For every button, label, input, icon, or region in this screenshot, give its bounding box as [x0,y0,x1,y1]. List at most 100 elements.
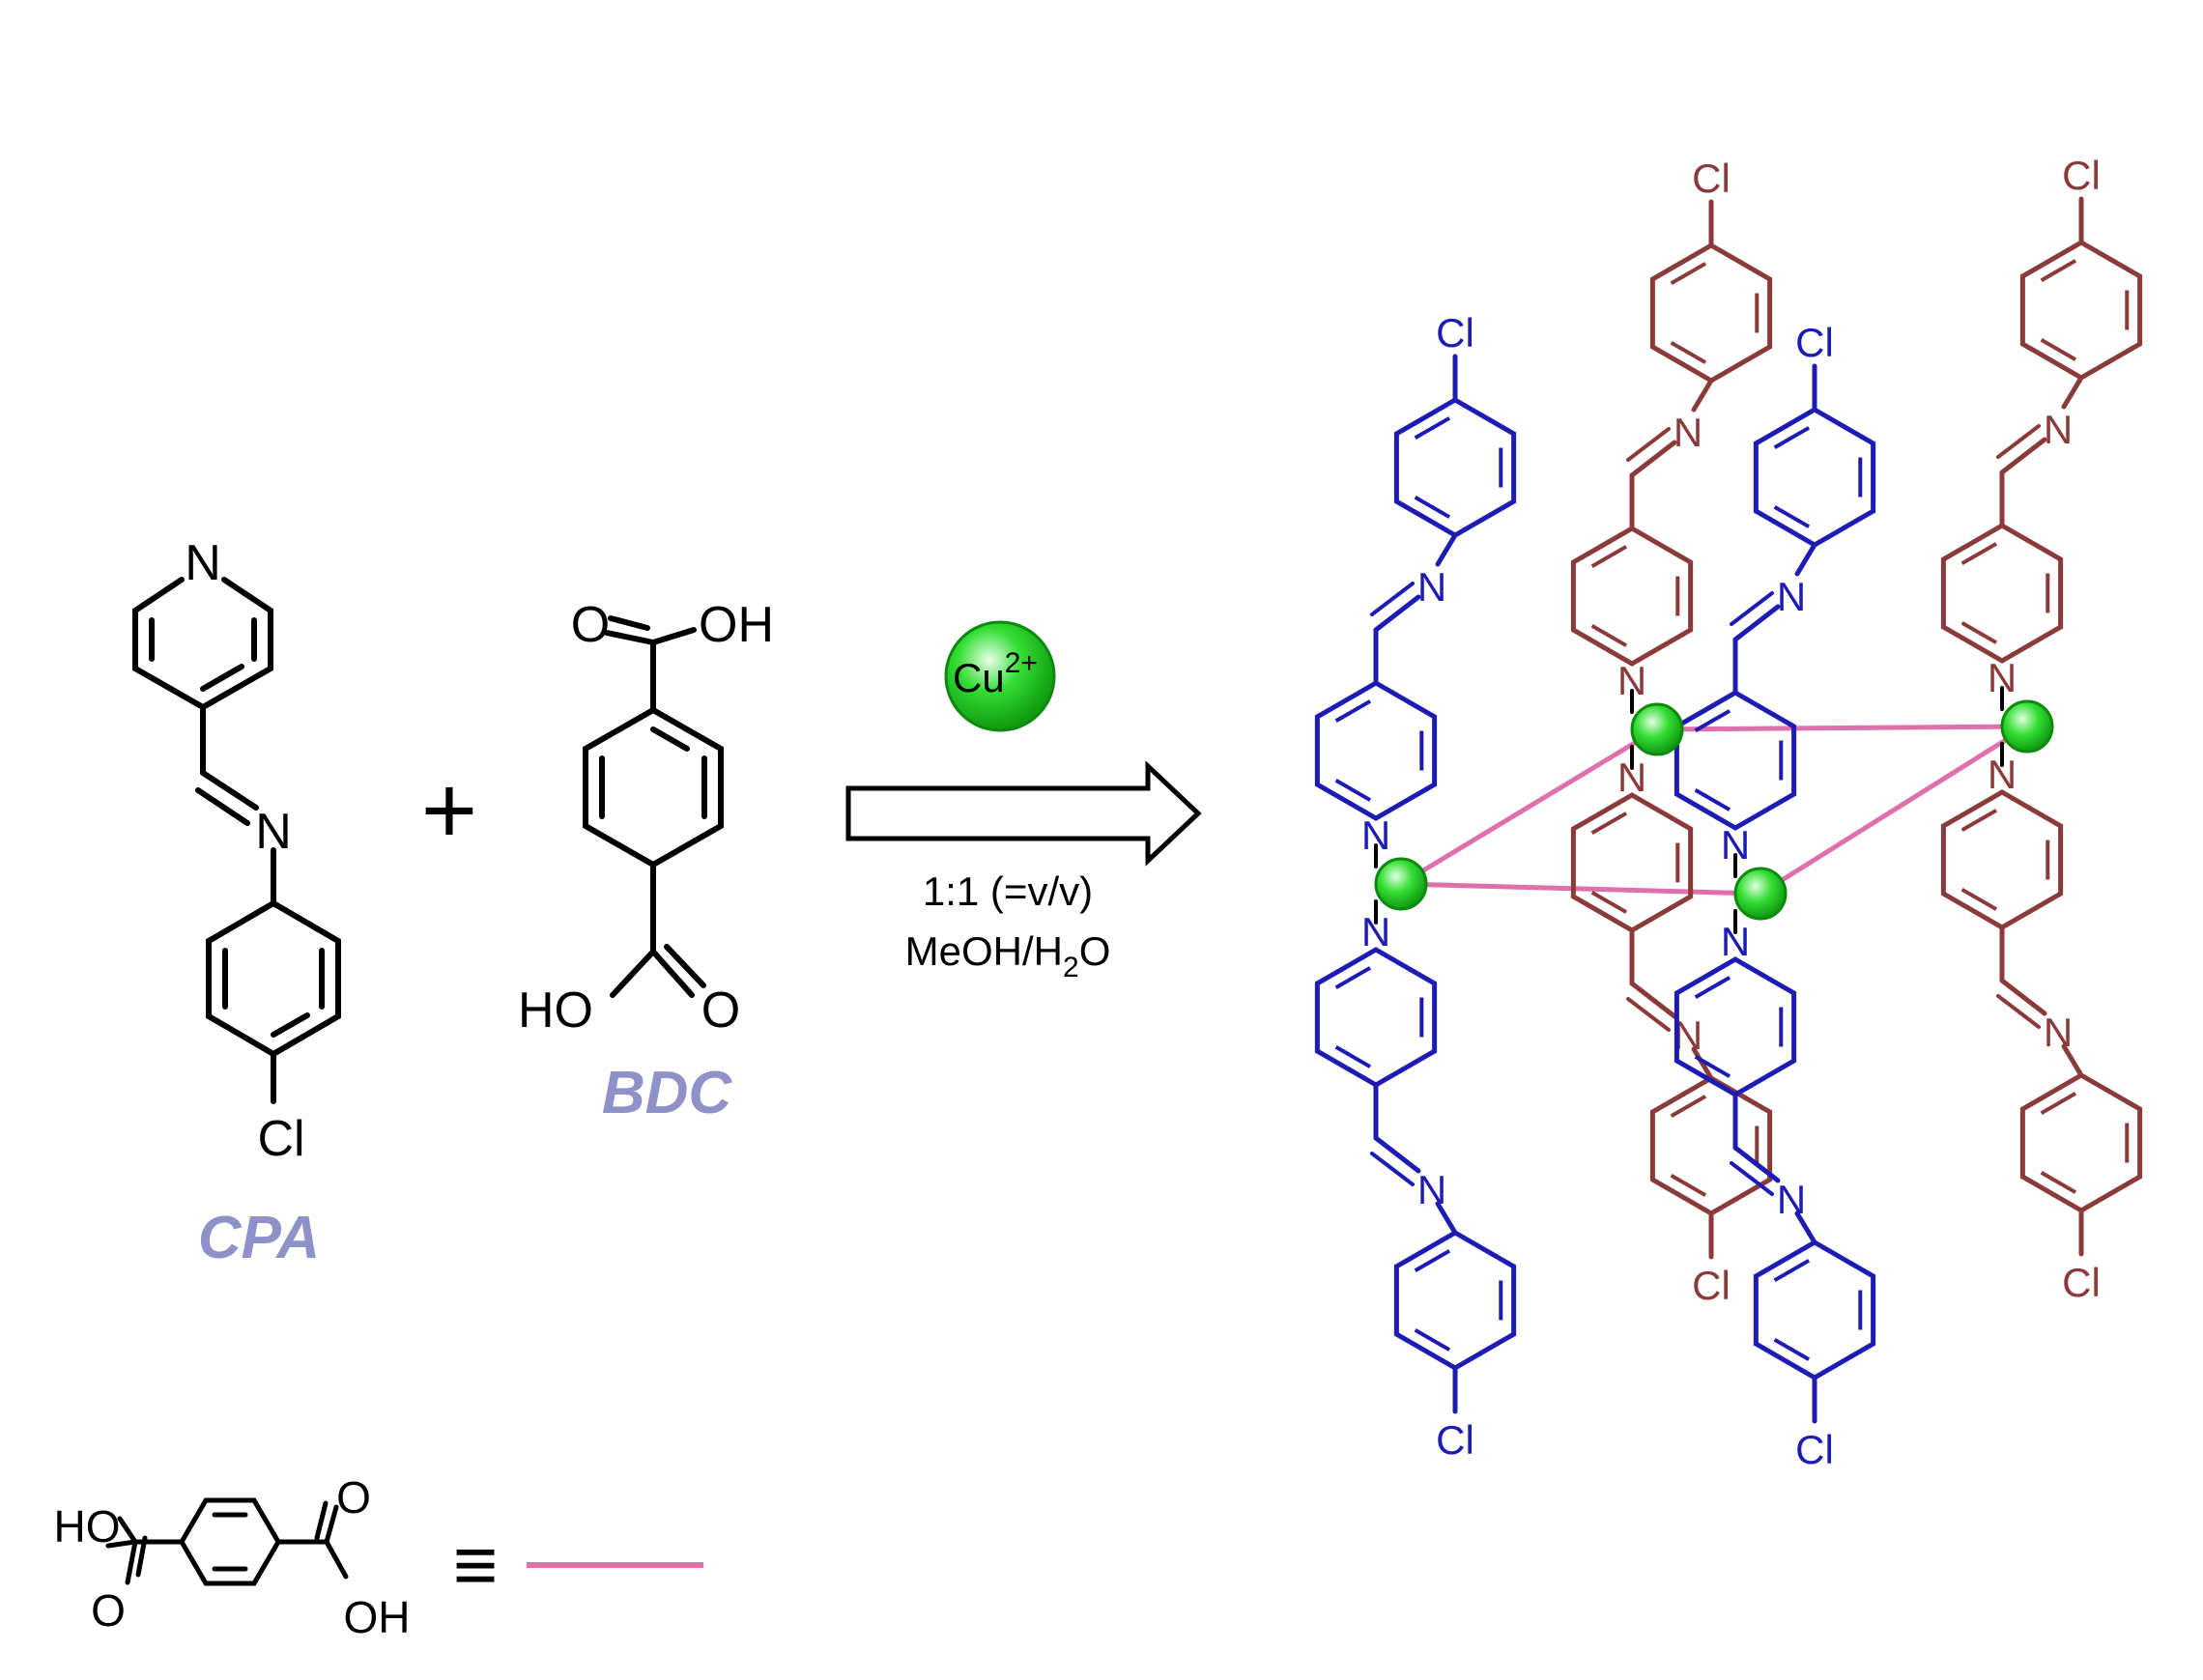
imine-n: N [1777,574,1806,619]
imine-double-bond [1996,994,2041,1029]
imine-double-bond [1370,1152,1415,1186]
imine-double-bond [1730,591,1774,626]
chlorophenyl-ring [2019,240,2143,381]
reaction-arrow [845,760,1202,867]
imine-double-bond [1370,582,1415,616]
double-bond [1414,495,1451,519]
imine-bond [1629,440,1677,478]
chlorine: Cl [2062,153,2101,198]
double-bond [1773,1259,1811,1283]
legend-o-right: O [336,1472,371,1523]
bdc-label: BDC [602,1060,733,1126]
pyridine-ring [1674,690,1797,831]
imine-double-bond [1996,424,2041,459]
svg-text:Cu2+: Cu2+ [953,647,1038,700]
n-aryl-bond [1794,1210,1817,1245]
cu-ion-sphere: Cu2+ [944,620,1056,732]
imine-bond [1732,1145,1781,1183]
cpa-chlorine: Cl [257,1111,304,1167]
solvent-ratio: 1:1 (=v/v) [923,868,1093,914]
chlorine: Cl [1436,310,1474,356]
bdc-ho-bottom: HO [518,982,593,1039]
double-bond [1334,699,1372,724]
legend-bdc-structure [105,1497,349,1586]
chlorophenyl-ring [1393,1230,1517,1371]
double-bond [2040,259,2077,283]
double-bond [1694,787,1731,812]
double-bond [1694,1054,1731,1078]
bdc-o-bottom: O [701,982,740,1039]
n-aryl-bond [2061,1043,2084,1078]
cpa-label: CPA [198,1205,320,1271]
double-bond [1960,887,1998,911]
double-bond [1670,262,1707,286]
cu-node-1 [1630,702,1684,756]
double-bond [1670,340,1707,364]
double-bond [1960,809,1998,833]
double-bond [1773,504,1811,528]
pyridine-ring [1570,526,1694,667]
imine-double-bond [1730,1161,1774,1196]
double-bond [1334,1044,1372,1068]
double-bond [1334,778,1372,802]
imine-double-bond [1626,997,1671,1032]
double-bond [1773,1337,1811,1361]
imine-n: N [1777,1177,1806,1222]
imine-n: N [1417,1167,1446,1212]
bdc-molecule [583,615,724,998]
bdc-link-2 [1398,881,1763,897]
plus-sign: + [421,756,477,865]
imine-n: N [2044,1010,2073,1055]
pyridine-ring [1570,792,1694,933]
double-bond [1414,416,1451,441]
cu-node-0 [1374,857,1428,911]
imine-bond [1732,604,1781,642]
double-bond [1590,623,1628,647]
double-bond [2040,1092,2077,1116]
cpa-imine-n: N [255,804,292,860]
imine-bond [1629,981,1677,1019]
pyridine-ring [1314,680,1438,821]
cu-node-3 [2000,699,2054,754]
legend-equivalence: ≡ [453,1522,499,1608]
chlorine: Cl [1795,1427,1834,1472]
imine-bond [1999,978,2047,1016]
double-bond [1590,890,1628,914]
bdc-link-1 [1654,724,2030,732]
n-aryl-bond [1435,1201,1458,1236]
n-aryl-bond [1435,532,1458,567]
cu-symbol: Cu [953,655,1005,700]
imine-double-bond [1626,427,1671,462]
double-bond [1590,812,1628,836]
chlorophenyl-ring [1753,1239,1876,1381]
imine-n: N [2044,407,2073,452]
solvent-system: MeOH/H2O [905,928,1111,983]
cpa-pyridine-n: N [185,535,221,591]
cpa-molecule [132,577,341,1104]
imine-bond [1373,594,1421,633]
chlorine: Cl [2062,1260,2101,1305]
double-bond [1694,976,1731,1000]
double-bond [1694,709,1731,733]
legend-o-left: O [91,1585,126,1636]
chlorine: Cl [1795,320,1834,365]
chlorophenyl-ring [1649,242,1773,384]
double-bond [1414,1327,1451,1352]
double-bond [1334,966,1372,990]
imine-bond [1373,1135,1421,1174]
bdc-link-3 [1758,724,2030,897]
chlorine: Cl [1692,1263,1731,1308]
chlorine: Cl [1436,1417,1474,1463]
chlorophenyl-ring [1753,407,1876,548]
double-bond [1670,1173,1707,1197]
bdc-oh-top: OH [699,597,774,653]
imine-bond [1999,437,2047,475]
chlorophenyl-ring [1393,397,1517,538]
